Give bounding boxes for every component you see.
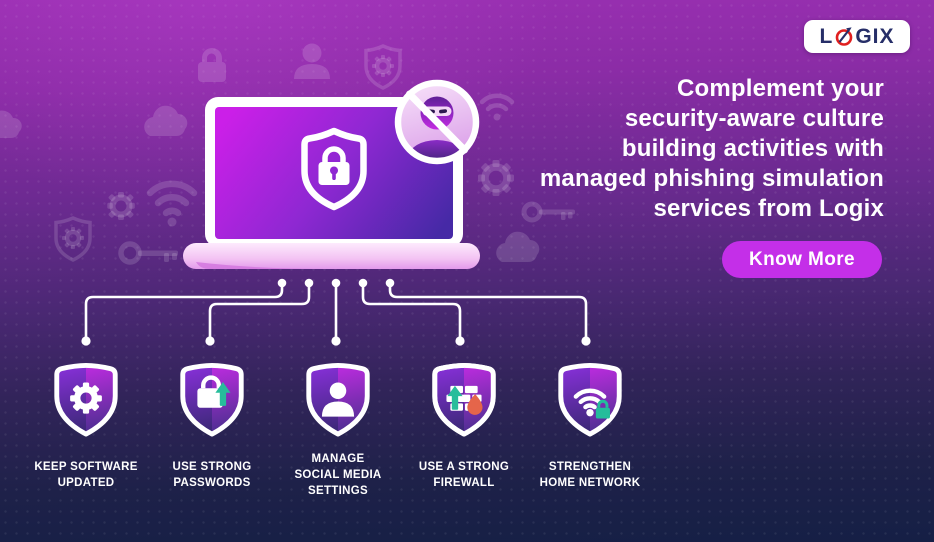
wifi-icon — [479, 93, 515, 121]
tip-shield — [171, 362, 253, 438]
laptop-base — [183, 243, 480, 269]
key-icon — [521, 201, 575, 223]
shield-gear-icon — [364, 44, 402, 90]
hacker-body — [406, 140, 468, 159]
tip-shield — [549, 362, 631, 438]
headline: Complement your security-aware culture b… — [539, 75, 884, 222]
tip-use-strong-passwords: USE STRONG PASSWORDS — [149, 362, 275, 506]
tip-shield — [45, 362, 127, 438]
tip-label: MANAGE SOCIAL MEDIA SETTINGS — [294, 453, 382, 497]
wifi-lock-icon — [573, 388, 610, 419]
padlock-upgrade-icon — [197, 375, 231, 408]
cloud-icon — [144, 105, 188, 136]
tip-label: KEEP SOFTWARE UPDATED — [34, 461, 138, 489]
tip-label: STRENGTHEN HOME NETWORK — [539, 461, 641, 489]
padlock-icon — [198, 48, 226, 82]
logo-text-suffix: GIX — [855, 25, 895, 48]
gear-icon — [478, 160, 514, 196]
wifi-icon — [146, 180, 198, 227]
tips-row: KEEP SOFTWARE UPDATED USE STRONG PASSWOR… — [23, 362, 653, 506]
tip-manage-social-media: MANAGE SOCIAL MEDIA SETTINGS — [275, 362, 401, 506]
gear-icon — [70, 382, 102, 414]
cloud-icon — [496, 231, 540, 262]
cloud-icon — [0, 110, 22, 138]
tip-label: USE STRONG PASSWORDS — [172, 461, 252, 489]
shield-lock-icon — [301, 127, 367, 211]
tip-use-strong-firewall: USE A STRONG FIREWALL — [401, 362, 527, 506]
firewall-icon — [446, 385, 483, 415]
shield-gear-icon — [54, 216, 92, 262]
know-more-button[interactable]: Know More — [722, 241, 882, 278]
tip-label: USE A STRONG FIREWALL — [418, 461, 510, 489]
person-icon — [294, 43, 330, 79]
gear-icon — [107, 192, 135, 220]
tip-shield — [297, 362, 379, 438]
tip-shield — [423, 362, 505, 438]
logix-logo: L GIX — [804, 20, 910, 53]
logo-text-prefix: L — [819, 25, 834, 48]
person-icon — [321, 382, 355, 417]
connector-lines — [81, 278, 591, 346]
tip-strengthen-home-network: STRENGTHEN HOME NETWORK — [527, 362, 653, 506]
tip-keep-software-updated: KEEP SOFTWARE UPDATED — [23, 362, 149, 506]
logo-o-icon — [836, 27, 853, 46]
no-hacker-icon — [394, 79, 480, 165]
prohibition-ring — [394, 79, 480, 165]
key-icon — [118, 241, 178, 265]
prohibition-slash — [406, 90, 468, 154]
